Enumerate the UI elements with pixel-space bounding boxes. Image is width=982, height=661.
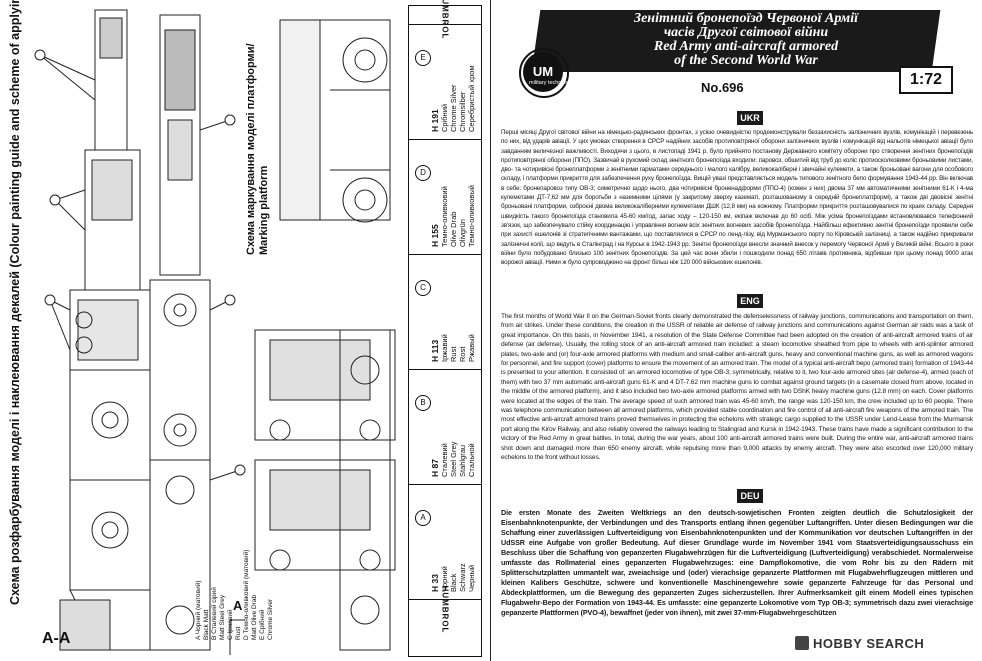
- paint-names: Темно-оливковий Olive Drab Olivgrün Темн…: [440, 185, 476, 247]
- paint-number: H 87: [430, 459, 440, 477]
- kit-title: Зенітний бронепоїзд Червоної Армії часів…: [561, 12, 931, 68]
- legend-line: A Чорний (матовий): [195, 580, 202, 640]
- um-logo: UM: [523, 52, 563, 92]
- legend-line: E Срібний: [259, 609, 266, 640]
- logo-subtitle: military technics: [529, 80, 569, 86]
- watermark-icon: [795, 636, 809, 650]
- paint-number: H 191: [430, 109, 440, 132]
- paint-row: D H 155 Темно-оливковий Olive Drab Olivg…: [409, 139, 481, 255]
- paint-code: C: [415, 280, 431, 296]
- paint-names: Іржавий Rust Rost Ржавый: [440, 334, 476, 362]
- paint-row: E H 191 Срібний Chrome Silver Chromsilbe…: [409, 24, 481, 140]
- legend-line: Chrome Silver: [267, 598, 274, 640]
- painting-guide-title: Схема розфарбування моделі і наклеювання…: [8, 0, 22, 605]
- product-number: No.696: [701, 80, 744, 95]
- section-label-a: A: [233, 598, 243, 613]
- legend-line: B Сталевий сірий: [211, 587, 218, 640]
- history-sheet: Зенітний бронепоїзд Червоної Армії часів…: [491, 0, 982, 661]
- history-text-deu: Die ersten Monate des Zweiten Weltkriegs…: [501, 508, 973, 617]
- history-text-eng: The first months of World War II on the …: [501, 313, 973, 462]
- lang-tag-eng: ENG: [737, 294, 763, 308]
- history-text-ukr: Перші місяці Другої світової війни на ні…: [501, 129, 973, 267]
- section-label-aa: A-A: [42, 630, 71, 647]
- watermark-text: HOBBY SEARCH: [813, 636, 925, 651]
- title-line: Зенітний бронепоїзд Червоної Армії: [633, 11, 859, 26]
- paint-number: H 155: [430, 224, 440, 247]
- scale-badge: 1:72: [899, 66, 953, 94]
- logo-ring: [519, 48, 569, 98]
- marking-platform-title: Схема маркування моделі платформи/ Marki…: [245, 43, 271, 255]
- paint-code: A: [415, 510, 431, 526]
- legend-line: C Іржавий: [227, 609, 234, 640]
- paint-brand-bottom: HUMBROL: [409, 585, 481, 633]
- marking-title-en: Marking platform: [258, 165, 271, 255]
- legend-line: Black Matt: [203, 609, 210, 640]
- paint-number: H 113: [430, 339, 440, 362]
- paint-short-legend: A Чорний (матовий) Black Matt B Сталевий…: [195, 550, 275, 640]
- legend-line: Matt Olive Drab: [251, 594, 258, 640]
- paint-number: H 33: [430, 574, 440, 592]
- painting-guide-sheet: Схема розфарбування моделі і наклеювання…: [8, 0, 491, 661]
- title-line: Red Army anti-aircraft armored: [653, 39, 839, 54]
- paint-table: HUMBROL E H 191 Срібний Chrome Silver Ch…: [408, 0, 482, 657]
- train-drawings: [34, 9, 396, 655]
- marking-title-ua: Схема маркування моделі платформи/: [245, 43, 257, 255]
- title-line: часів Другої світової війни: [663, 25, 829, 40]
- paint-names: Сталевий Steel Grey Stahlgrau Стальной: [440, 441, 476, 477]
- legend-line: D Темно-оливковий (матовий): [243, 549, 250, 640]
- lang-tag-deu: DEU: [737, 489, 763, 503]
- paint-code: E: [415, 50, 431, 66]
- paint-brand-top: HUMBROL: [409, 0, 481, 39]
- legend-line: Matt Steel Grey: [219, 594, 226, 640]
- paint-names: Срібний Chrome Silver Chromsilber Серебр…: [440, 65, 476, 132]
- paint-code: D: [415, 165, 431, 181]
- legend-line: Rust: [235, 626, 242, 640]
- paint-row: B H 87 Сталевий Steel Grey Stahlgrau Ста…: [409, 369, 481, 485]
- paint-row: C H 113 Іржавий Rust Rost Ржавый: [409, 254, 481, 370]
- paint-row: A H 33 Чорний Black Schwarz Черный: [409, 484, 481, 600]
- lang-tag-ukr: UKR: [737, 111, 763, 125]
- title-line: of the Second World War: [674, 53, 818, 68]
- paint-code: B: [415, 395, 431, 411]
